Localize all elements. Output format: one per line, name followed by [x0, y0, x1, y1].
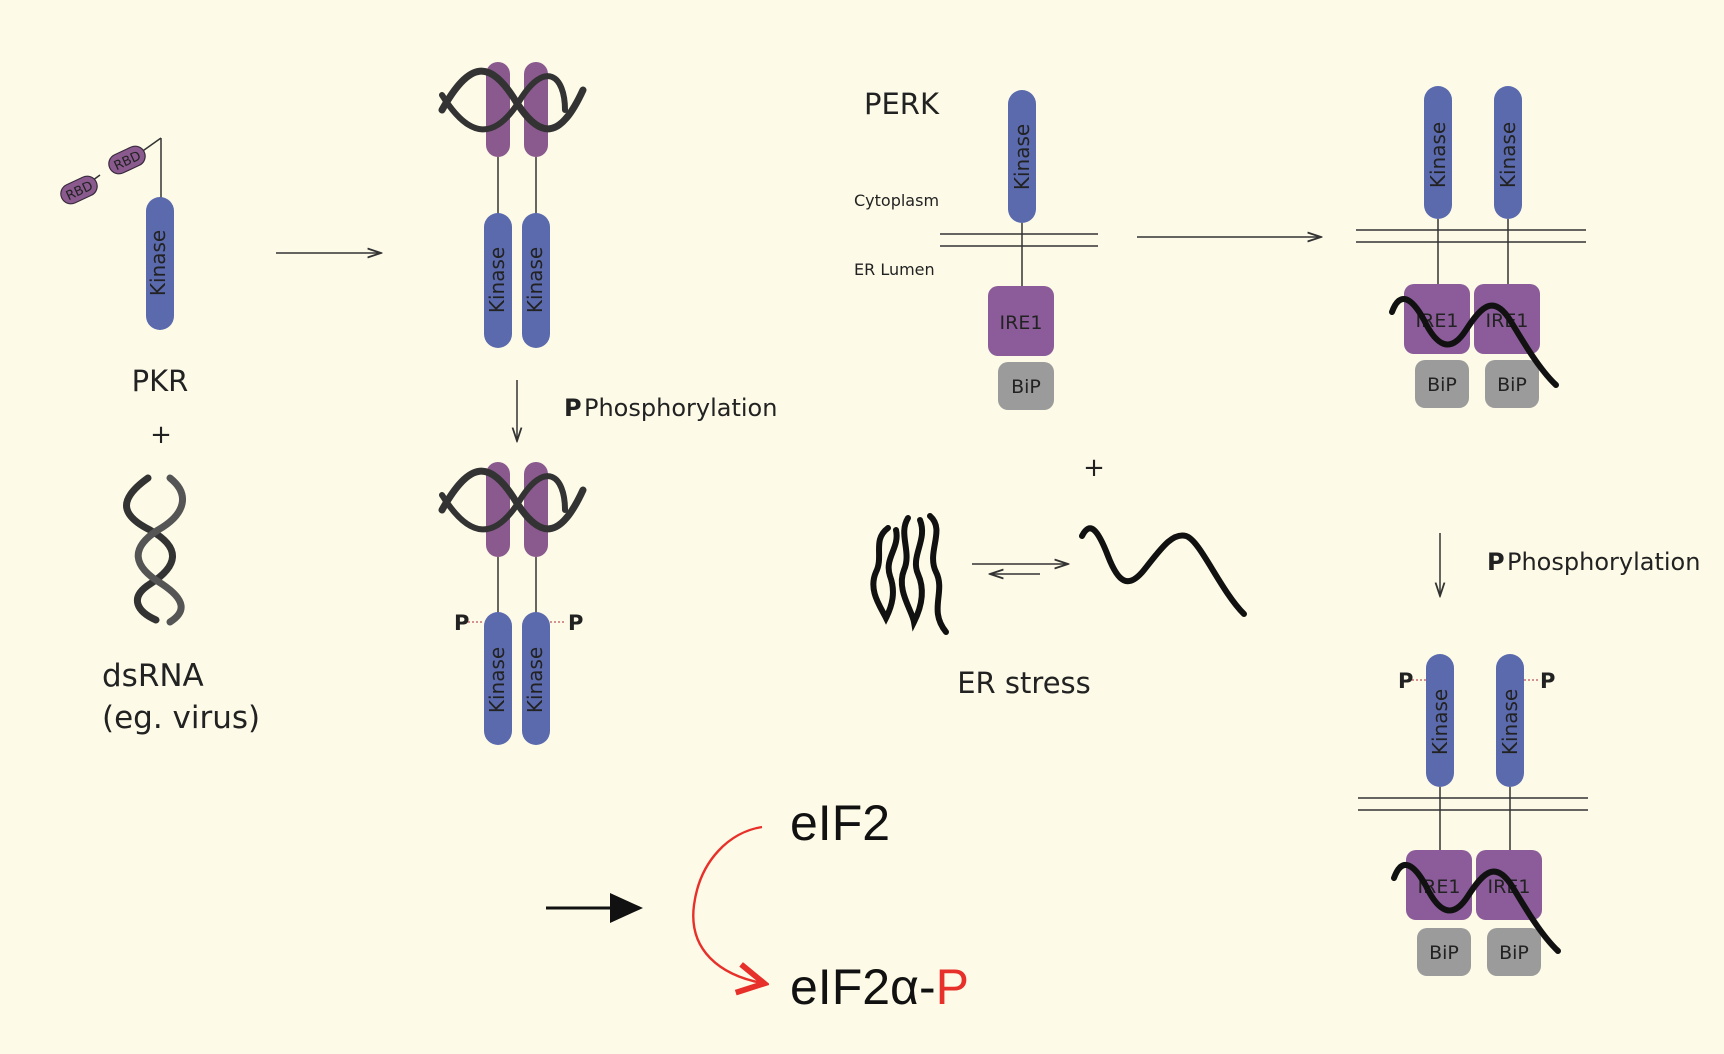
kinase-label: Kinase — [1496, 122, 1520, 188]
perk-monomer: Kinase IRE1 BiP — [940, 90, 1098, 410]
kinase-domain — [522, 213, 550, 348]
er-stress-label: ER stress — [957, 666, 1091, 700]
phospho-p: P — [1540, 669, 1555, 693]
unfolded-protein-icon — [1389, 296, 1559, 388]
red-curved-arrow — [692, 825, 762, 983]
rbd-domain: RBD — [108, 145, 146, 175]
perk-dimer: Kinase Kinase IRE1 IRE1 BiP BiP — [1356, 86, 1586, 408]
ire1-domain — [1406, 850, 1472, 920]
kinase-domain — [1008, 90, 1036, 223]
kinase-domain — [522, 612, 550, 745]
misfolded-protein-icon — [870, 513, 949, 635]
eif2a-p-label: eIF2α-P — [790, 959, 969, 1015]
phospho-p: P — [1487, 548, 1505, 576]
unfolded-protein-icon — [1079, 525, 1247, 617]
pkr-label: PKR — [132, 364, 189, 398]
kinase-label: Kinase — [485, 247, 509, 313]
kinase-label: Kinase — [523, 647, 547, 713]
perk-dimer-phosphorylated: Kinase Kinase P P IRE1 IRE1 BiP BiP — [1358, 654, 1588, 976]
bip-domain — [1415, 360, 1469, 408]
eif2a-phospho-p: P — [936, 959, 969, 1015]
bip-domain — [1485, 360, 1539, 408]
kinase-domain — [146, 197, 174, 330]
phospho-p: P — [1398, 669, 1413, 693]
dsrna-sublabel: (eg. virus) — [102, 700, 260, 736]
phospho-p: P — [568, 611, 583, 635]
kinase-label: Kinase — [1498, 689, 1522, 755]
ire1-label: IRE1 — [1000, 312, 1043, 334]
plus-sign: + — [1083, 453, 1105, 483]
kinase-label: Kinase — [485, 647, 509, 713]
equilibrium-arrows-icon — [972, 564, 1068, 574]
pkr-monomer: RBD RBD Kinase — [60, 137, 174, 330]
bip-label: BiP — [1011, 376, 1041, 398]
er-lumen-label: ER Lumen — [854, 260, 935, 279]
bip-domain — [1417, 928, 1471, 976]
phosphorylation-label: Phosphorylation — [584, 394, 777, 422]
kinase-label: Kinase — [523, 247, 547, 313]
bip-domain — [1487, 928, 1541, 976]
dsrna-helix-icon — [123, 474, 186, 626]
phospho-p: P — [564, 394, 582, 422]
ire1-label: IRE1 — [1488, 876, 1531, 898]
phospho-p: P — [454, 611, 469, 635]
unfolded-protein-icon — [1391, 862, 1561, 954]
phosphorylation-label: Phosphorylation — [1507, 548, 1700, 576]
rbd-domain: RBD — [60, 175, 98, 205]
pkr-dimer: Kinase Kinase — [438, 62, 587, 348]
kinase-label: Kinase — [1426, 122, 1450, 188]
bip-label: BiP — [1429, 942, 1459, 964]
dsrna-label: dsRNA — [102, 658, 204, 694]
ire1-domain — [1404, 284, 1470, 354]
kinase-domain — [1424, 86, 1452, 219]
bip-label: BiP — [1499, 942, 1529, 964]
plus-sign: + — [150, 420, 172, 450]
ire1-label: IRE1 — [1486, 310, 1529, 332]
kinase-label: Kinase — [1428, 689, 1452, 755]
ire1-domain — [988, 286, 1054, 356]
perk-label: PERK — [864, 87, 940, 121]
kinase-label: Kinase — [1010, 124, 1034, 190]
bip-label: BiP — [1497, 374, 1527, 396]
kinase-label: Kinase — [146, 230, 170, 296]
kinase-domain — [484, 612, 512, 745]
eif2a-base-text: eIF2α- — [790, 959, 936, 1015]
kinase-domain — [1494, 86, 1522, 219]
pkr-dimer-phosphorylated: Kinase Kinase P P — [438, 462, 587, 745]
cytoplasm-label: Cytoplasm — [854, 191, 939, 210]
bip-domain — [998, 362, 1054, 410]
kinase-domain — [1496, 654, 1524, 787]
kinase-domain — [484, 213, 512, 348]
bip-label: BiP — [1427, 374, 1457, 396]
kinase-domain — [1426, 654, 1454, 787]
eif2-label: eIF2 — [790, 795, 890, 851]
